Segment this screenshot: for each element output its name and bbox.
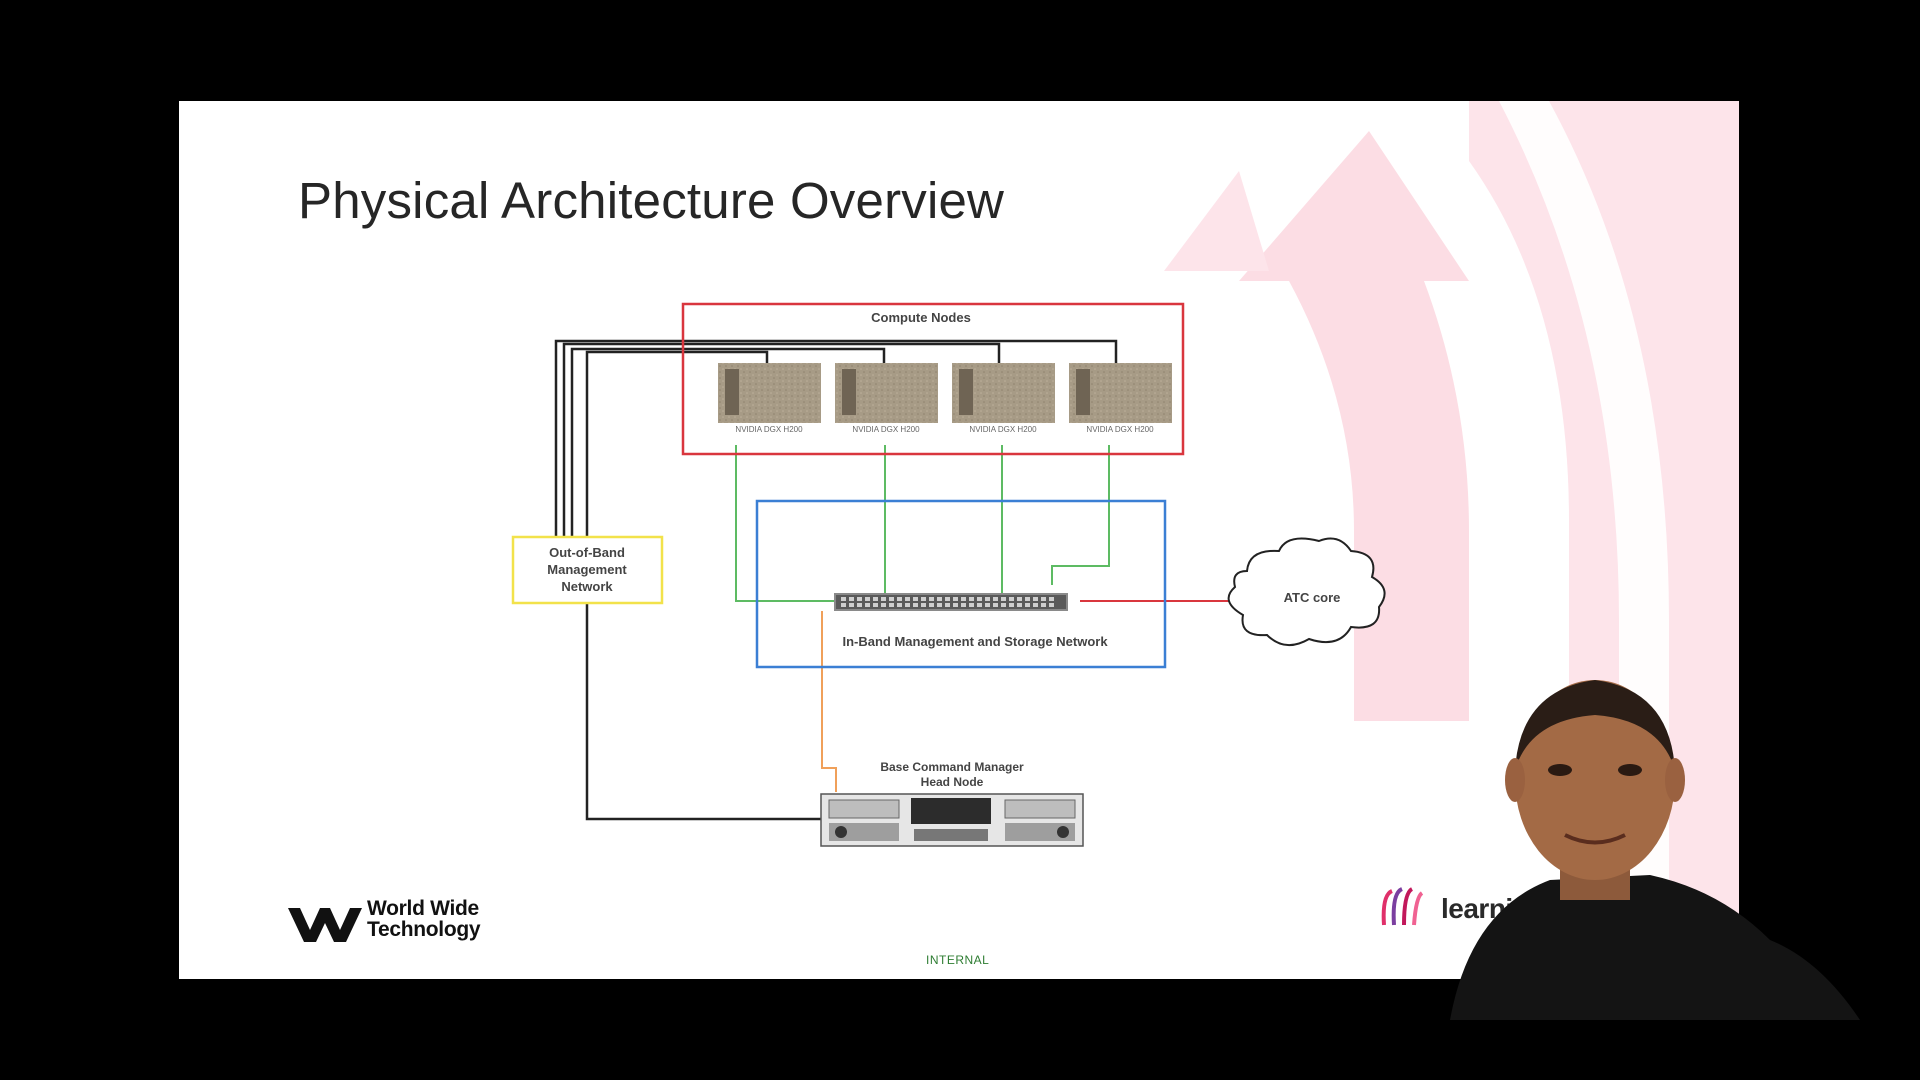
network-switch bbox=[834, 593, 1068, 611]
compute-nodes-group bbox=[681, 302, 1185, 456]
atc-core-label: ATC core bbox=[1284, 590, 1341, 605]
slide-title: Physical Architecture Overview bbox=[298, 172, 1005, 229]
oob-links bbox=[554, 339, 1118, 821]
compute-node-2-label: NVIDIA DGX H200 bbox=[852, 425, 920, 434]
compute-node-1-label: NVIDIA DGX H200 bbox=[735, 425, 803, 434]
presenter-video bbox=[1450, 680, 1860, 1020]
oob-network-group bbox=[511, 535, 664, 605]
compute-node-3-label: NVIDIA DGX H200 bbox=[969, 425, 1037, 434]
oob-label-line2: Management bbox=[547, 562, 627, 577]
head-node-label-line2: Head Node bbox=[921, 775, 984, 789]
wwt-logo bbox=[288, 908, 362, 942]
inband-network-group bbox=[755, 499, 1167, 669]
inband-network-label: In-Band Management and Storage Network bbox=[842, 634, 1108, 649]
headnode-link bbox=[821, 611, 837, 792]
compute-nodes-label: Compute Nodes bbox=[871, 310, 971, 325]
oob-label-line1: Out-of-Band bbox=[549, 545, 625, 560]
oob-label-line3: Network bbox=[561, 579, 613, 594]
compute-node-4 bbox=[1069, 363, 1172, 423]
wwt-logo-text: World Wide Technology bbox=[367, 897, 481, 941]
presentation-slide: Physical Architecture Overview Compute N… bbox=[179, 101, 1739, 979]
compute-node-4-label: NVIDIA DGX H200 bbox=[1086, 425, 1154, 434]
head-node-server bbox=[820, 793, 1084, 847]
compute-node-1 bbox=[718, 363, 821, 423]
footer-classification: INTERNAL bbox=[926, 953, 990, 967]
inband-links bbox=[735, 445, 1110, 602]
learningpath-logo-icon bbox=[1381, 887, 1424, 926]
head-node-label-line1: Base Command Manager bbox=[880, 760, 1024, 774]
company-name-line1: World Wide bbox=[367, 897, 479, 920]
company-name-line2: Technology bbox=[367, 918, 481, 941]
compute-node-2 bbox=[835, 363, 938, 423]
architecture-diagram: Compute Nodes N bbox=[511, 302, 1386, 847]
atc-core-cloud bbox=[1227, 537, 1386, 646]
compute-node-3 bbox=[952, 363, 1055, 423]
